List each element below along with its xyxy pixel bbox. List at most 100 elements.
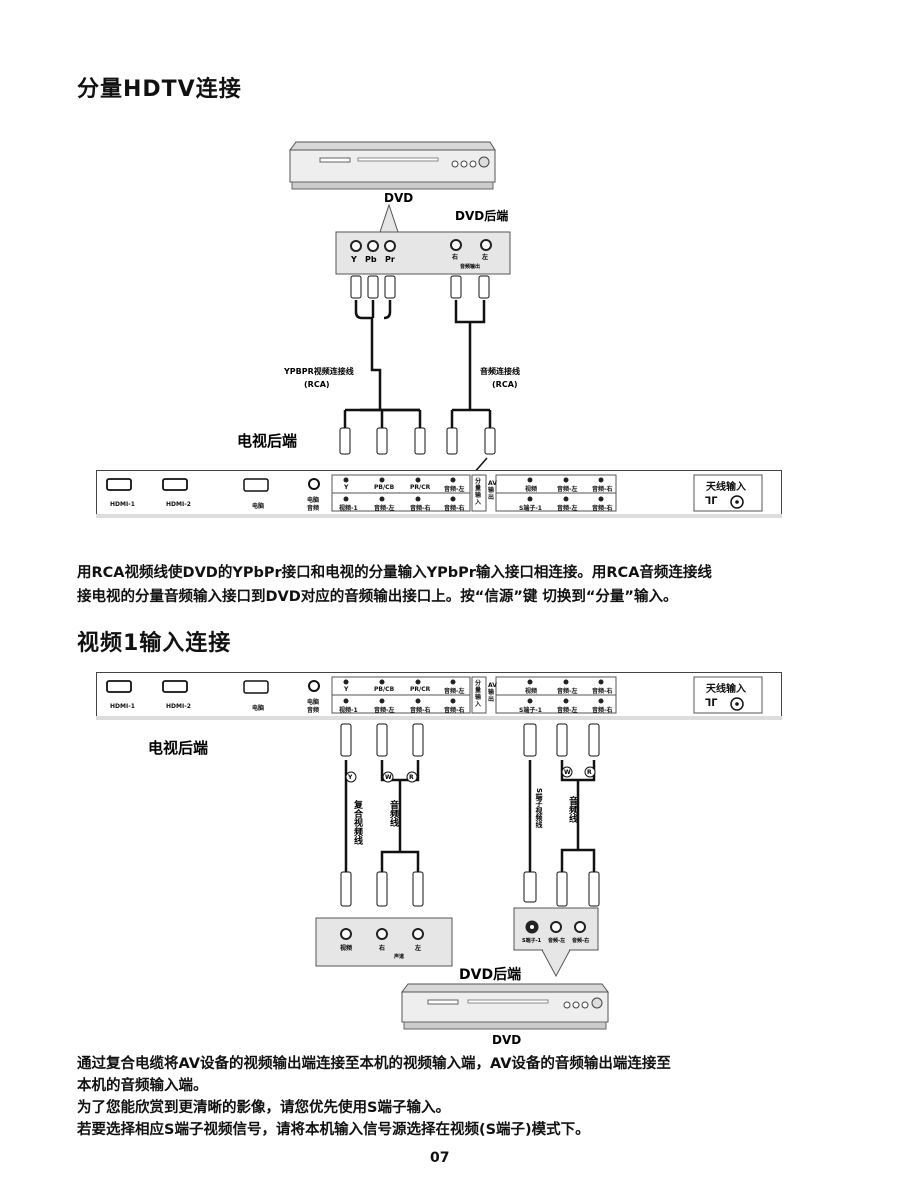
comp-bottom-3b: 音频-右: [444, 707, 465, 714]
av-top-2b: 音频-右: [592, 688, 613, 695]
tv-back-label-1: 电视后端: [237, 432, 297, 450]
dvd-port-pr: Pr: [385, 255, 395, 264]
antenna-symbol-2: ᒣᒥ: [705, 698, 718, 709]
dvd-left-port-right: 右: [378, 944, 385, 952]
section2-title: 视频1输入连接: [77, 631, 232, 656]
av-connection-diagram: 电视后端 Y W R W R 复合视频线 音频线 S端子视频线 音频线 视频 右…: [148, 723, 609, 1047]
section2-description-line3: 为了您能欣赏到更清晰的影像，请您优先使用S端子输入。: [77, 1100, 450, 1116]
dvd-left-port-left: 左: [414, 944, 421, 952]
section1-description-line1: 用RCA视频线使DVD的YPbPr接口和电视的分量输入YPbPr输入接口相连接。…: [77, 565, 712, 581]
av-bottom-1b: 音频-左: [557, 707, 578, 714]
vga-port-icon: [243, 478, 269, 492]
dvd-port-right: 右: [451, 253, 458, 261]
av-bottom-0: S端子-1: [519, 505, 542, 512]
dvd-label-2: DVD: [492, 1033, 521, 1047]
comp-bottom-2: 音频-右: [410, 505, 431, 512]
hdmi1-port-icon: [106, 478, 132, 491]
dvd-player-illustration: [289, 141, 496, 190]
tv-back-label-2: 电视后端: [148, 739, 208, 757]
antenna-symbol: ᒣᒥ: [705, 496, 718, 507]
comp-top-0b: Y: [344, 686, 349, 693]
comp-bottom-0: 视频-1: [339, 505, 358, 512]
vga-port-icon-2: [243, 680, 269, 694]
section2-description-line1: 通过复合电缆将AV设备的视频输出端连接至本机的视频输入端，AV设备的音频输出端连…: [77, 1056, 671, 1072]
dvd-back-label-2: DVD后端: [459, 966, 521, 983]
tag-r-right: R: [587, 769, 592, 776]
av-top-1b: 音频-左: [557, 688, 578, 695]
dvd-port-y: Y: [350, 255, 357, 264]
pc-audio-label-2b: 音频: [307, 707, 320, 714]
comp-bottom-1b: 音频-左: [374, 707, 395, 714]
audio-cable-sub: (RCA): [492, 380, 518, 389]
dvd-label: DVD: [384, 191, 413, 205]
hdmi1-label-2: HDMI-1: [110, 703, 135, 710]
pc-audio-label-1b: 电脑: [307, 699, 320, 706]
rca-plugs-section1: [339, 275, 496, 455]
comp-bottom-3: 音频-右: [444, 505, 465, 512]
pc-label: 电脑: [252, 503, 265, 510]
av-top-1: 音频-左: [557, 486, 578, 493]
tv-back-panel-1: HDMI-1 HDMI-2 电脑 电脑 音频 Y PB/CB PR/CR 音频-…: [96, 470, 782, 518]
tag-w-right: W: [564, 769, 571, 776]
comp-top-3b: 音频-左: [444, 688, 465, 695]
rca-plugs-section2: [340, 723, 600, 907]
comp-top-1: PB/CB: [374, 484, 395, 491]
comp-top-2b: PR/CR: [410, 686, 431, 693]
tag-w-left: W: [385, 774, 392, 781]
hdmi2-label-2: HDMI-2: [166, 703, 191, 710]
av-top-2: 音频-右: [592, 486, 613, 493]
section2-description-line4: 若要选择相应S端子视频信号，请将本机输入信号源选择在视频(S端子)模式下。: [77, 1122, 590, 1138]
section1-description-line2: 接电视的分量音频输入接口到DVD对应的音频输出接口上。按“信源”键 切换到“分量…: [77, 589, 678, 605]
page-number: 07: [430, 1150, 450, 1166]
hdmi1-port-icon-2: [106, 680, 132, 693]
pc-audio-label-2: 音频: [307, 505, 320, 512]
dvd-right-port-svideo: S端子-1: [522, 937, 542, 944]
ypbpr-cable-sub: (RCA): [304, 380, 330, 389]
dvd-port-left: 左: [481, 253, 488, 261]
audio-cable-label: 音频连接线: [480, 366, 520, 376]
pc-audio-label-1: 电脑: [307, 497, 320, 504]
audio-cable-label-left: 音频线: [388, 799, 399, 828]
antenna-label-2: 天线输入: [706, 684, 746, 695]
tv-back-panel-2: HDMI-1 HDMI-2 电脑 电脑 音频 Y PB/CB PR/CR 音频-…: [96, 672, 782, 720]
dvd-audio-out-label: 音频输出: [460, 263, 480, 270]
av-top-0b: 视频: [525, 688, 538, 695]
dvd-port-pb: Pb: [365, 255, 377, 264]
cables-section1: [343, 300, 492, 499]
audio-cable-label-right: 音频线: [567, 795, 578, 824]
ypbpr-cable-label: YPBPR视频连接线: [283, 366, 354, 376]
dvd-back-label: DVD后端: [455, 208, 508, 223]
hdmi2-label: HDMI-2: [166, 501, 191, 508]
dvd-right-port-audio-right: 音频-右: [572, 937, 589, 944]
dvd-right-port-audio-left: 音频-左: [548, 937, 565, 944]
comp-bottom-2b: 音频-右: [410, 707, 431, 714]
dvd-back-panel-left: [315, 917, 453, 967]
comp-side-label-2: 分量输入: [475, 680, 482, 708]
av-bottom-2: 音频-右: [592, 505, 613, 512]
comp-top-2: PR/CR: [410, 484, 431, 491]
av-side-label: AV输出: [488, 480, 497, 501]
comp-bottom-1: 音频-左: [374, 505, 395, 512]
section2-description: 通过复合电缆将AV设备的视频输出端连接至本机的视频输入端，AV设备的音频输出端连…: [77, 1053, 671, 1141]
composite-cable-label: 复合视频线: [352, 799, 364, 846]
svideo-cable-label: S端子视频线: [535, 788, 543, 829]
dvd-left-sub: 声道: [393, 953, 404, 960]
hdmi1-label: HDMI-1: [110, 501, 135, 508]
dvd-ypbpr-jacks: [350, 239, 492, 252]
hdmi2-port-icon: [162, 478, 188, 491]
dvd-left-port-video: 视频: [340, 944, 352, 952]
comp-bottom-0b: 视频-1: [339, 707, 358, 714]
dvd-player-illustration-2: [401, 983, 609, 1030]
section1-title: 分量HDTV连接: [77, 77, 242, 102]
av-side-label-2: AV输出: [488, 682, 497, 703]
comp-top-3: 音频-左: [444, 486, 465, 493]
dvd-back-panel: [335, 231, 511, 275]
section2-description-line2: 本机的音频输入端。: [77, 1078, 208, 1094]
pc-label-2: 电脑: [252, 705, 265, 712]
av-bottom-2b: 音频-右: [592, 707, 613, 714]
av-bottom-0b: S端子-1: [519, 707, 542, 714]
av-bottom-1: 音频-左: [557, 505, 578, 512]
av-top-0: 视频: [525, 486, 538, 493]
tag-r-left: R: [409, 774, 414, 781]
component-connection-diagram: DVD DVD后端 Y Pb Pr 右 左 音频输出 YPBPR视频连接线 (R…: [237, 141, 520, 500]
